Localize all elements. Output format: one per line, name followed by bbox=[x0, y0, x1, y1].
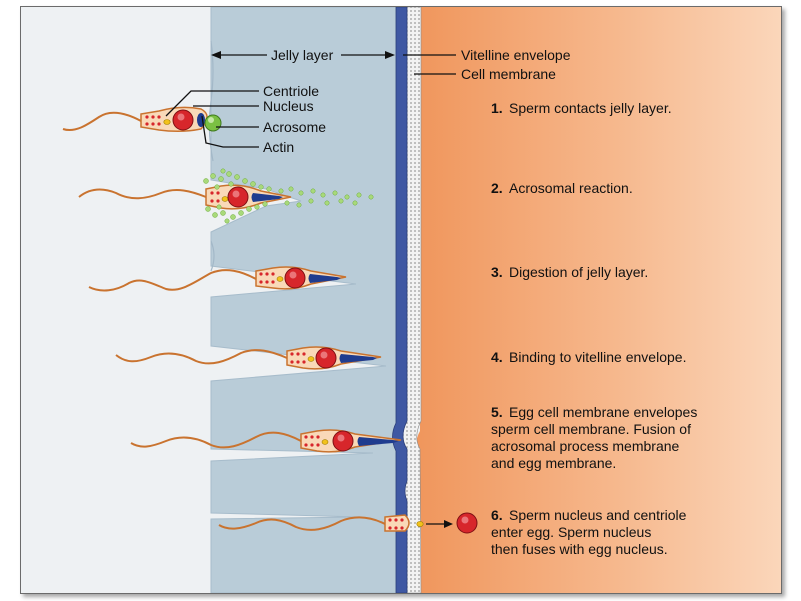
label-jelly-layer: Jelly layer bbox=[271, 47, 334, 63]
egg-cytoplasm bbox=[415, 7, 781, 593]
sperm-5-tail bbox=[130, 431, 302, 449]
step-6-line: enter egg. Sperm nucleus bbox=[491, 524, 651, 540]
step-1: 1. Sperm contacts jelly layer. bbox=[491, 100, 672, 116]
sperm-5-actin bbox=[357, 437, 399, 446]
sperm-1-tail bbox=[62, 111, 142, 131]
sperm-3-actin bbox=[308, 274, 341, 283]
fertilization-diagram: Jelly layer Vitelline envelope Cell memb… bbox=[21, 7, 781, 593]
sperm-2-actin bbox=[251, 193, 283, 202]
step-5-line: and egg membrane. bbox=[491, 455, 616, 471]
sperm-2-tail bbox=[78, 188, 207, 200]
sperm-stage-1 bbox=[62, 106, 222, 133]
label-centriole: Centriole bbox=[263, 83, 319, 99]
sperm-4-tail bbox=[115, 349, 288, 365]
step-4: 4. Binding to vitelline envelope. bbox=[491, 349, 686, 365]
step-1-number: 1. bbox=[491, 100, 503, 116]
step-descriptions: 1. Sperm contacts jelly layer. 2. Acrosomal… bbox=[491, 100, 697, 557]
step-2-line: Acrosomal reaction. bbox=[509, 180, 633, 196]
sperm-4-actin bbox=[339, 354, 377, 363]
sperm-stage-2 bbox=[78, 168, 374, 224]
sperm-stage-5 bbox=[130, 429, 402, 453]
step-5-line: Egg cell membrane envelopes bbox=[509, 404, 697, 420]
step-5-line: sperm cell membrane. Fusion of bbox=[491, 421, 691, 437]
sperm-6-nucleus-in-egg bbox=[456, 512, 478, 534]
label-nucleus: Nucleus bbox=[263, 98, 314, 114]
step-4-line: Binding to vitelline envelope. bbox=[509, 349, 686, 365]
label-cell-membrane: Cell membrane bbox=[461, 66, 556, 82]
sperm-6-tail bbox=[218, 516, 386, 531]
sperm-stage-6 bbox=[218, 512, 478, 534]
sperm-3-nucleus bbox=[284, 267, 306, 289]
step-4-number: 4. bbox=[491, 349, 503, 365]
sperm-6-centriole-entering bbox=[416, 521, 424, 527]
step-3-line: Digestion of jelly layer. bbox=[509, 264, 648, 280]
acrosomal-enzymes bbox=[203, 168, 374, 224]
sperm-3-tail bbox=[88, 269, 257, 292]
vitelline-envelope bbox=[392, 7, 408, 593]
step-3: 3. Digestion of jelly layer. bbox=[491, 264, 648, 280]
step-5-line: acrosomal process membrane bbox=[491, 438, 680, 454]
diagram-frame: Jelly layer Vitelline envelope Cell memb… bbox=[20, 6, 782, 594]
entry-arrowhead bbox=[444, 520, 453, 528]
step-1-line: Sperm contacts jelly layer. bbox=[509, 100, 672, 116]
step-6-line: then fuses with egg nucleus. bbox=[491, 541, 668, 557]
step-2-number: 2. bbox=[491, 180, 503, 196]
leader-lines bbox=[165, 54, 456, 148]
step-3-number: 3. bbox=[491, 264, 503, 280]
label-vitelline-envelope: Vitelline envelope bbox=[461, 47, 571, 63]
sperm-1-mito bbox=[163, 119, 171, 125]
sperm-stage-4 bbox=[115, 346, 382, 370]
step-6-line: Sperm nucleus and centriole bbox=[509, 507, 687, 523]
step-6-number: 6. bbox=[491, 507, 503, 523]
sperm-1-acrosome bbox=[204, 114, 222, 132]
step-5-number: 5. bbox=[491, 404, 503, 420]
label-acrosome: Acrosome bbox=[263, 119, 326, 135]
sperm-stage-3 bbox=[88, 266, 347, 292]
sperm-4-nucleus bbox=[315, 347, 337, 369]
sperm-1-nucleus bbox=[172, 109, 194, 131]
jelly-arrow-left bbox=[211, 51, 221, 59]
jelly-arrow-right bbox=[385, 51, 395, 59]
sperm-2-nucleus bbox=[227, 186, 249, 208]
label-actin: Actin bbox=[263, 139, 294, 155]
sperm-5-nucleus bbox=[332, 430, 354, 452]
step-2: 2. Acrosomal reaction. bbox=[491, 180, 633, 196]
